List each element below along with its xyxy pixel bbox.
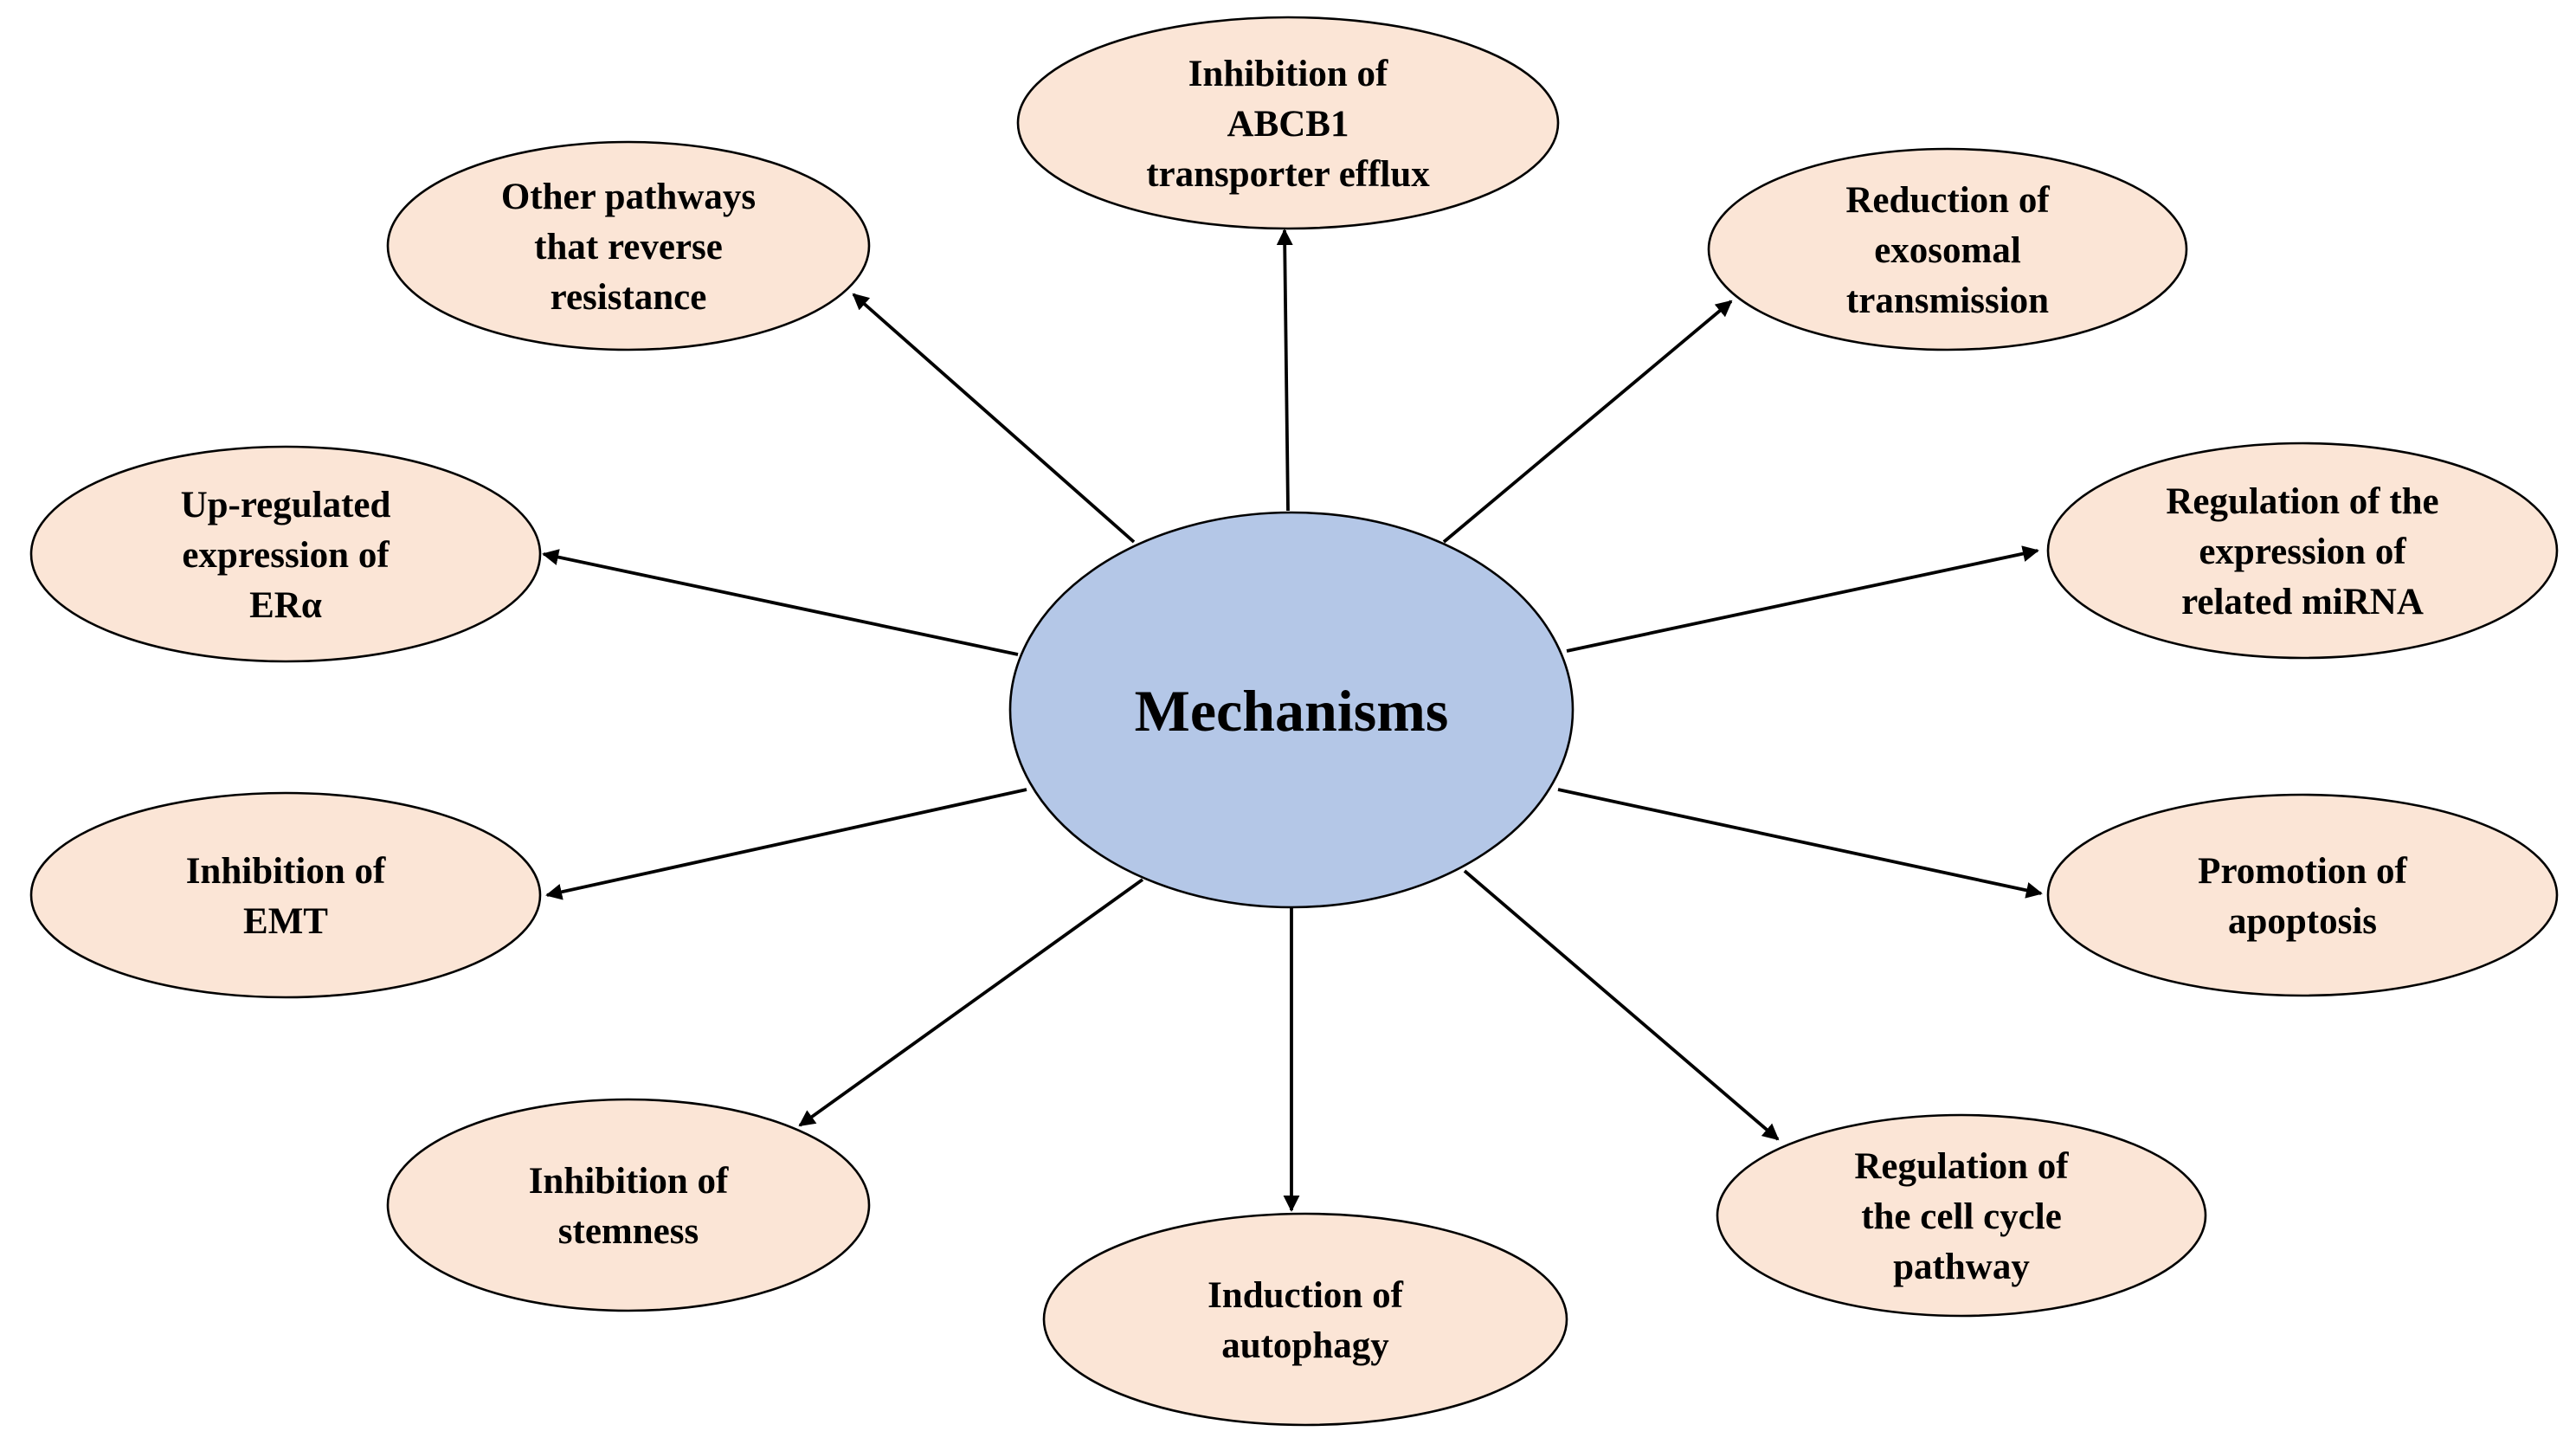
arrow-to-mirna bbox=[1566, 545, 2039, 653]
node-ellipse bbox=[29, 445, 542, 663]
node-er-alpha: Up-regulated expression of ERα bbox=[29, 445, 542, 663]
node-label-line: related miRNA bbox=[2181, 582, 2424, 622]
node-label-line: expression of bbox=[2199, 532, 2406, 572]
node-other: Other pathways that reverse resistance bbox=[386, 140, 871, 351]
node-label-line: expression of bbox=[182, 535, 390, 576]
node-label-line: pathway bbox=[1893, 1247, 2030, 1287]
node-label-line: stemness bbox=[558, 1211, 699, 1252]
node-mirna: Regulation of the expression of related mi… bbox=[2046, 442, 2559, 660]
node-label-line: Promotion of bbox=[2198, 851, 2407, 892]
arrow-to-other bbox=[852, 293, 1136, 544]
node-label-line: autophagy bbox=[1221, 1325, 1389, 1366]
node-cell-cycle: Regulation of the cell cycle pathway bbox=[1716, 1113, 2207, 1318]
node-autophagy: Induction of autophagy bbox=[1042, 1212, 1568, 1427]
node-label-line: Other pathways bbox=[501, 177, 756, 217]
nodes-group: Inhibition of ABCB1 transporter efflux Red… bbox=[29, 16, 2559, 1427]
arrow-to-abcb1 bbox=[1276, 229, 1293, 512]
node-ellipse bbox=[2046, 442, 2559, 660]
node-label-line: EMT bbox=[243, 901, 328, 942]
node-label: Inhibition of ABCB1 transporter efflux bbox=[1146, 54, 1430, 195]
node-exosomal: Reduction of exosomal transmission bbox=[1707, 147, 2188, 351]
node-ellipse bbox=[29, 791, 542, 999]
node-emt: Inhibition of EMT bbox=[29, 791, 542, 999]
node-label-line: Induction of bbox=[1208, 1275, 1403, 1316]
arrow-to-emt bbox=[545, 788, 1027, 900]
center-node: Mechanisms bbox=[1008, 511, 1575, 909]
arrow-to-stemness bbox=[798, 878, 1144, 1127]
node-label-line: Regulation of the bbox=[2166, 481, 2438, 522]
arrow-to-cell-cycle bbox=[1463, 869, 1780, 1141]
node-label-line: resistance bbox=[551, 277, 707, 318]
center-label: Mechanisms bbox=[1135, 678, 1449, 744]
node-ellipse bbox=[1016, 16, 1560, 230]
node-label: Reduction of exosomal transmission bbox=[1845, 180, 2050, 321]
node-label: Regulation of the expression of related mi… bbox=[2166, 481, 2438, 622]
node-label-line: ERα bbox=[249, 585, 322, 626]
node-label: Regulation of the cell cycle pathway bbox=[1854, 1146, 2069, 1287]
node-ellipse bbox=[1707, 147, 2188, 351]
node-label: Up-regulated expression of ERα bbox=[181, 485, 391, 626]
arrow-to-apoptosis bbox=[1557, 788, 2043, 899]
node-label-line: transporter efflux bbox=[1146, 154, 1430, 195]
node-label-line: the cell cycle bbox=[1861, 1196, 2062, 1237]
node-stemness: Inhibition of stemness bbox=[386, 1098, 871, 1312]
node-label-line: transmission bbox=[1846, 280, 2049, 321]
node-label: Other pathways that reverse resistance bbox=[501, 177, 756, 318]
node-label-line: that reverse bbox=[534, 227, 723, 268]
node-label-line: ABCB1 bbox=[1227, 104, 1349, 145]
node-abcb1: Inhibition of ABCB1 transporter efflux bbox=[1016, 16, 1560, 230]
node-label-line: exosomal bbox=[1874, 230, 2021, 271]
node-label-line: Regulation of bbox=[1854, 1146, 2069, 1187]
node-label-line: Inhibition of bbox=[529, 1161, 729, 1202]
node-ellipse bbox=[1716, 1113, 2207, 1318]
node-ellipse bbox=[386, 140, 871, 351]
node-label: Induction of autophagy bbox=[1208, 1275, 1403, 1366]
center-ellipse bbox=[1008, 511, 1575, 909]
node-label: Inhibition of stemness bbox=[529, 1161, 729, 1252]
arrow-to-er-alpha bbox=[542, 549, 1019, 656]
node-label-line: Up-regulated bbox=[181, 485, 391, 525]
node-label-line: Inhibition of bbox=[186, 851, 386, 892]
arrow-to-exosomal bbox=[1442, 300, 1733, 544]
node-label-line: Inhibition of bbox=[1188, 54, 1388, 94]
node-ellipse bbox=[2046, 793, 2559, 997]
arrows-group bbox=[542, 229, 2043, 1212]
node-apoptosis: Promotion of apoptosis bbox=[2046, 793, 2559, 997]
node-ellipse bbox=[386, 1098, 871, 1312]
node-label: Promotion of apoptosis bbox=[2198, 851, 2407, 942]
node-label: Inhibition of EMT bbox=[186, 851, 386, 942]
node-label-line: apoptosis bbox=[2228, 901, 2377, 942]
node-label-line: Reduction of bbox=[1845, 180, 2050, 221]
node-ellipse bbox=[1042, 1212, 1568, 1427]
